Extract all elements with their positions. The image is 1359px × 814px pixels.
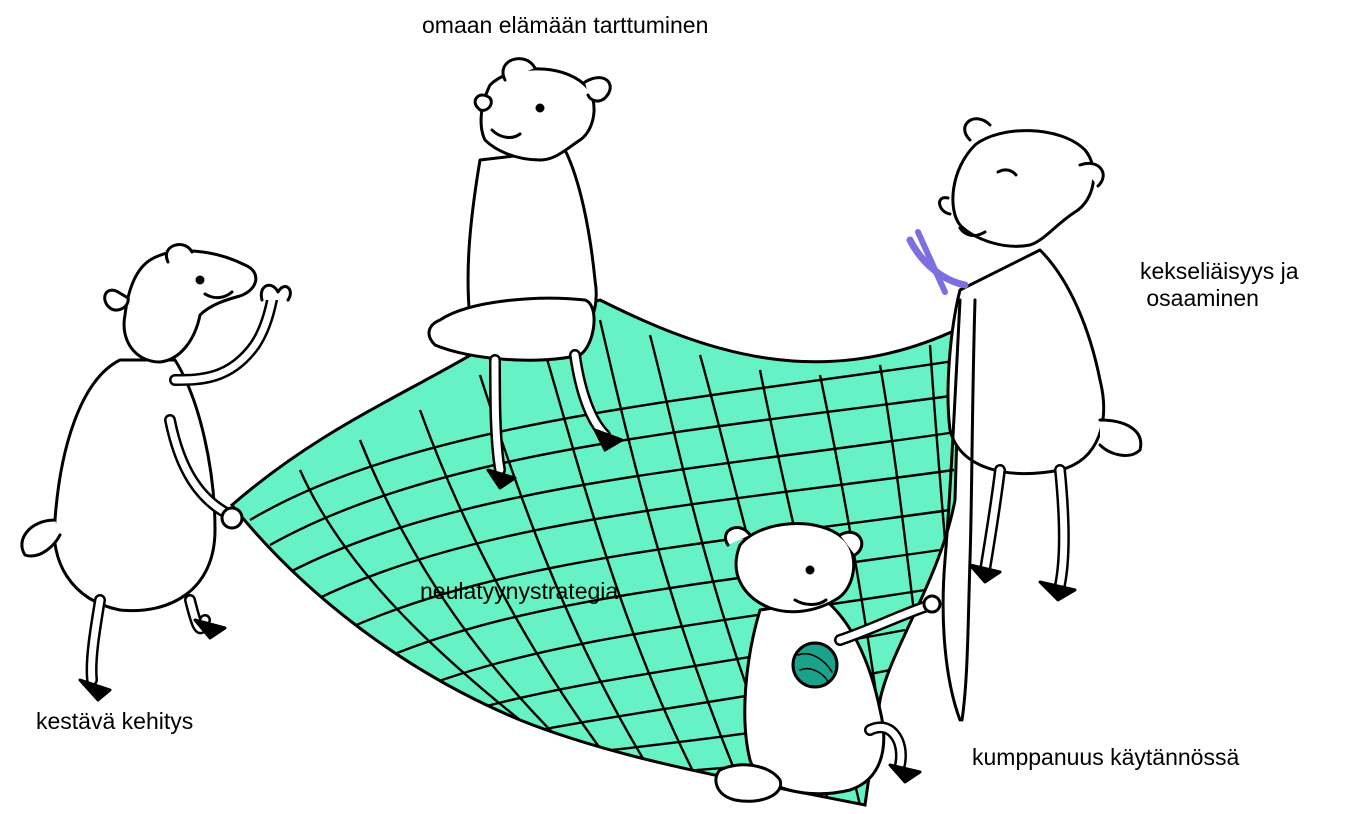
label-kestava-kehitys: kestävä kehitys — [36, 708, 194, 734]
label-omaan-elamaan-tarttuminen: omaan elämään tarttuminen — [422, 12, 709, 38]
label-kekseliaisyys-ja-osaaminen: kekseliäisyys ja osaaminen — [1140, 258, 1299, 311]
sheep-left — [20, 243, 292, 702]
label-neulatyynystrategia: neulatyynystrategia — [420, 578, 619, 604]
sheep-right — [906, 117, 1143, 722]
yarn-ball-icon — [791, 641, 839, 689]
knitting-needle-icon — [915, 229, 948, 295]
sheep-bottom — [714, 522, 942, 803]
sheep-top — [427, 57, 624, 490]
label-kumppanuus-kaytannossa: kumppanuus käytännössä — [972, 744, 1240, 770]
